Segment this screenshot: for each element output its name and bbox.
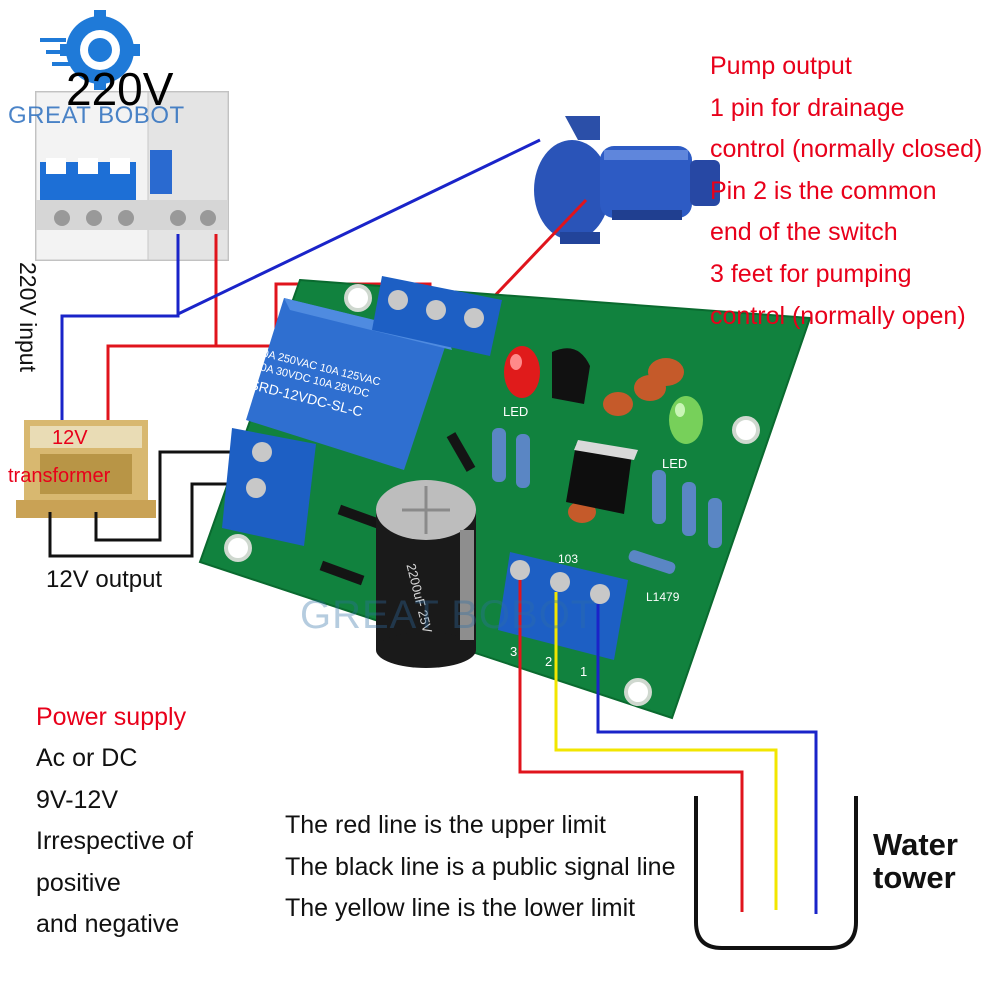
breaker-voltage-label: 220V [66, 63, 174, 115]
wire-legend-black: The black line is a public signal line [285, 852, 676, 881]
electrolytic-capacitor-icon [376, 480, 476, 668]
power-supply-line-5: and negative [36, 909, 180, 938]
transformer-output-label: 12V output [46, 566, 163, 593]
wire-legend-red: The red line is the upper limit [285, 811, 606, 839]
terminal-block-power [222, 428, 316, 546]
wire-red-upper-limit [518, 580, 744, 912]
transistor-icon [552, 348, 590, 404]
terminal-block-sensor [498, 552, 628, 660]
resistors [492, 428, 722, 574]
led-label-green: LED [662, 456, 688, 471]
water-pump-icon [534, 116, 720, 244]
terminal-block-pump [372, 276, 502, 356]
gear-logo-icon [40, 10, 140, 90]
pump-output-line-5: end of the switch [710, 218, 898, 247]
wire-blue-pump [177, 138, 541, 316]
wire-yellow-lower-limit [554, 592, 778, 910]
pump-output-line-1: Pump output [710, 52, 852, 80]
pump-output-line-7: control (normally open) [710, 301, 966, 330]
power-supply-heading: Power supply [36, 703, 187, 731]
capacitor-code: 103 [558, 552, 579, 566]
water-tower-line-2: tower [873, 860, 956, 895]
wire-red-mains [106, 234, 218, 430]
ceramic-capacitors [568, 358, 684, 523]
wire-black-output-2 [94, 450, 246, 542]
power-supply-line-2: 9V-12V [36, 785, 119, 814]
pump-output-line-3: control (normally closed) [710, 135, 983, 164]
ic-chip-icon [566, 440, 638, 514]
power-supply-notes: Power supply Ac or DC 9V-12V Irrespectiv… [36, 697, 193, 945]
wire-blue-mains [60, 234, 180, 430]
power-supply-line-4: positive [36, 868, 121, 897]
pin-label-3: 3 [510, 644, 518, 659]
pump-output-line-2: 1 pin for drainage [710, 93, 905, 122]
transformer-label: transformer [8, 465, 111, 487]
pump-output-notes: Pump output 1 pin for drainage control (… [710, 46, 982, 337]
brand-watermark: GREAT BOBOT [300, 593, 597, 637]
led-red-icon [504, 346, 540, 398]
water-tank-icon [694, 796, 858, 950]
wire-blue-common [596, 604, 818, 914]
power-supply-line-3: Irrespective of [36, 827, 194, 856]
wire-legend: The red line is the upper limit The blac… [285, 805, 676, 930]
mains-input-label: 220V input [15, 262, 41, 372]
led-label-red: LED [503, 404, 529, 419]
diodes [319, 432, 476, 586]
wire-legend-yellow: The yellow line is the lower limit [285, 894, 636, 923]
circuit-breaker-icon [35, 91, 229, 261]
brand-logo-text: GREAT BOBOT [8, 102, 185, 129]
pin-label-2: 2 [545, 654, 553, 669]
pin-label-1: 1 [580, 664, 588, 679]
pump-output-line-6: 3 feet for pumping [710, 259, 912, 288]
led-green-icon [669, 396, 703, 444]
power-supply-line-1: Ac or DC [36, 744, 138, 773]
pump-output-line-4: Pin 2 is the common [710, 176, 937, 205]
component-code: L1479 [646, 590, 680, 604]
transformer-voltage-label: 12V [52, 427, 88, 449]
water-tower-label: Water tower [873, 828, 958, 894]
water-tower-line-1: Water [873, 827, 958, 862]
wire-black-output-1 [48, 482, 246, 558]
